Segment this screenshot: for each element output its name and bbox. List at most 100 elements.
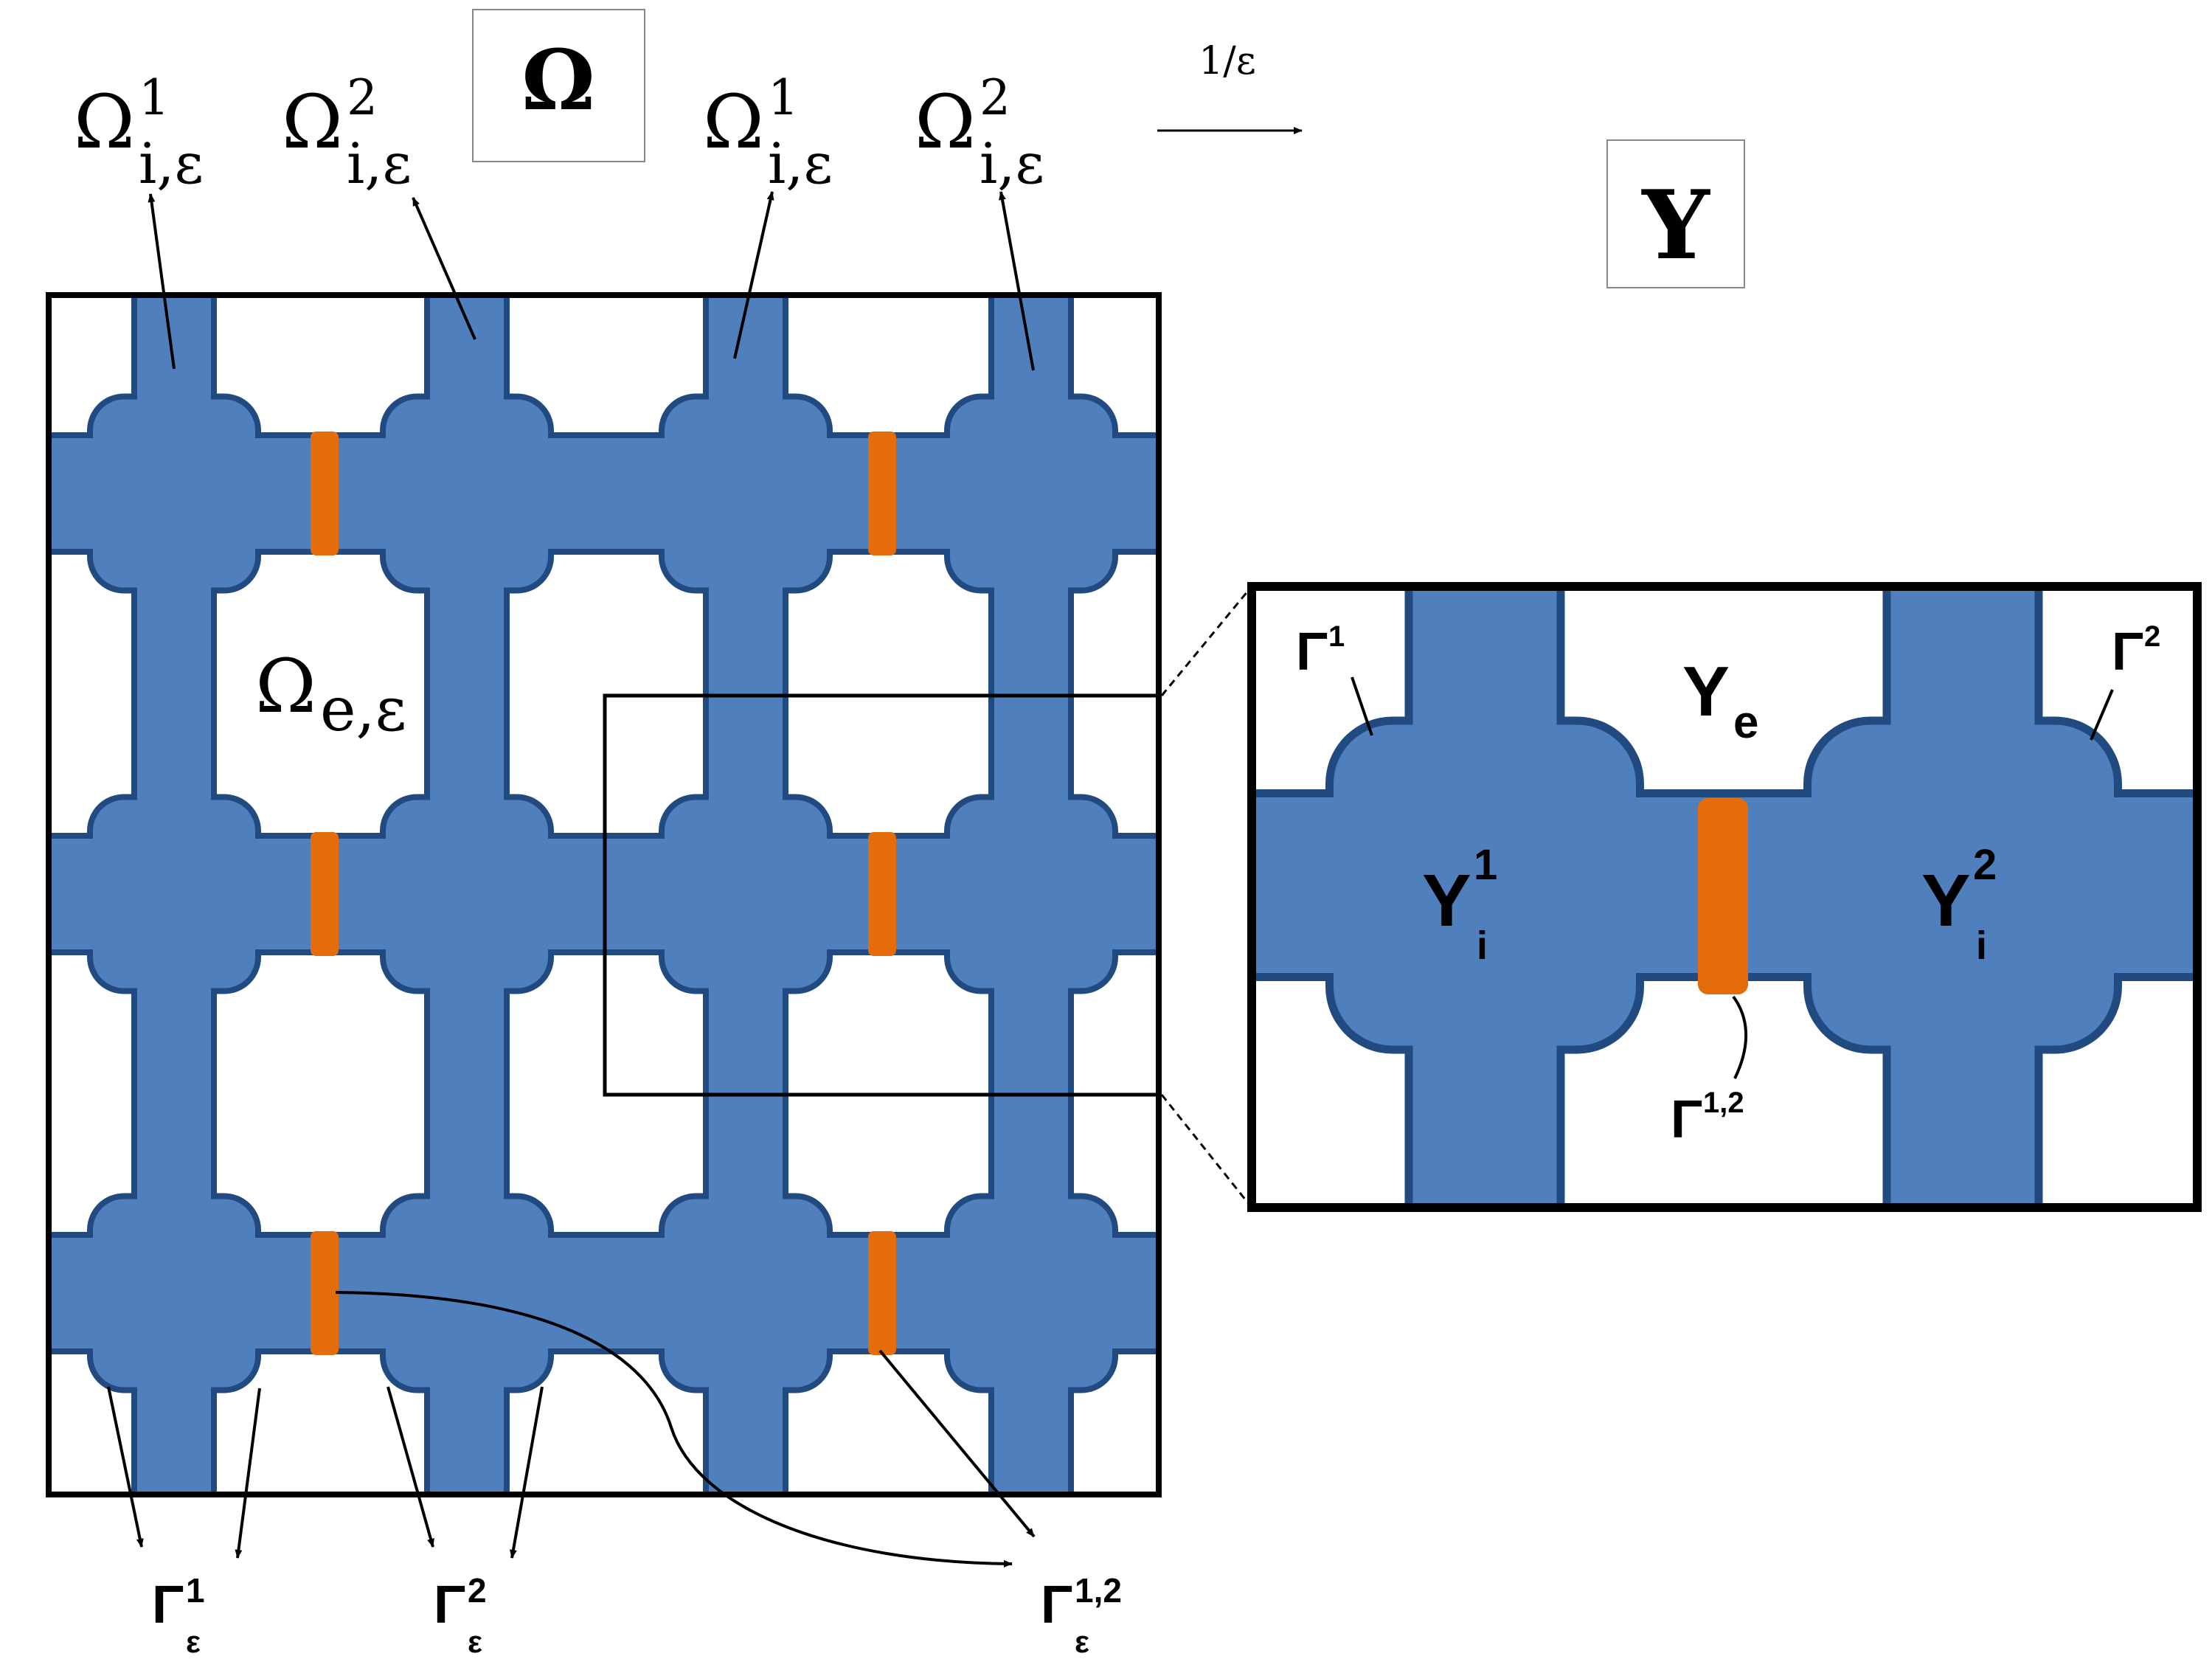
svg-text:2: 2 [347, 69, 378, 126]
svg-text:2: 2 [980, 69, 1010, 126]
label-cell-gamma12: Γ 1,2 [1671, 1087, 1744, 1149]
gap-junction-3 [868, 832, 896, 956]
arrow-omega-i2-left [412, 197, 476, 340]
cell-fill [1252, 586, 2197, 1208]
gap-junction-4 [311, 1231, 339, 1355]
svg-text:i,ε: i,ε [139, 131, 204, 196]
svg-text:1: 1 [768, 69, 799, 126]
svg-text:1: 1 [1328, 620, 1345, 653]
svg-text:Y: Y [1682, 652, 1730, 731]
gap-junction-0 [1698, 798, 1748, 994]
svg-text:e: e [1733, 697, 1758, 748]
svg-text:1: 1 [186, 1571, 205, 1610]
svg-text:i,ε: i,ε [347, 131, 412, 196]
omega-box [472, 9, 645, 162]
svg-text:ε: ε [186, 1624, 201, 1659]
arrow-omega-i1-right [733, 191, 774, 359]
arrow-gamma12-straight [878, 1349, 1036, 1538]
svg-text:Ω: Ω [282, 79, 343, 165]
arrow-gamma1-a [107, 1386, 144, 1548]
gap-junctions [311, 432, 896, 1355]
svg-text:i: i [1976, 924, 1987, 968]
gap-junction-0 [311, 432, 339, 555]
label-omega-i2-left: Ω 2 i,ε [282, 69, 412, 196]
label-cell-ye: Y e [1682, 652, 1758, 748]
svg-text:2: 2 [1973, 841, 1997, 889]
svg-text:i: i [1477, 924, 1488, 968]
label-gamma12-eps: Γ 1,2 ε [1041, 1571, 1122, 1659]
zoom-line-bottom [1160, 1094, 1253, 1208]
zoom-window [603, 693, 1161, 1097]
svg-text:1,2: 1,2 [1075, 1571, 1122, 1610]
node-fill-0-1 [93, 800, 255, 988]
node-fill-3-0 [950, 399, 1112, 588]
gap-junction-2 [311, 832, 339, 956]
omega-symbol: Ω [521, 32, 595, 129]
gap-junction-1 [868, 432, 896, 555]
arrow-gamma2-a [386, 1386, 434, 1548]
arrow-omega-i1-left [148, 193, 176, 370]
cell-frame [1247, 582, 2202, 1212]
svg-text:Γ: Γ [434, 1576, 465, 1635]
svg-text:ε: ε [468, 1624, 482, 1659]
gap-junction-5 [868, 1231, 896, 1355]
arrow-gamma1-b [235, 1388, 261, 1559]
label-omega-i1-right: Ω 1 i,ε [703, 69, 833, 196]
y-symbol: Y [1640, 170, 1710, 281]
svg-text:Γ: Γ [1296, 623, 1328, 682]
node-fill-0-0 [1334, 724, 1636, 1046]
label-gamma1-eps: Γ 1 ε [152, 1571, 205, 1659]
label-cell-gamma2: Γ 2 [2112, 620, 2160, 682]
node-fill-2-2 [665, 1199, 827, 1388]
svg-text:Ω: Ω [255, 643, 316, 730]
pointer-gamma12 [1732, 995, 1748, 1079]
svg-text:Ω: Ω [915, 79, 976, 165]
node-fill-1-1 [386, 800, 548, 988]
svg-text:ε: ε [1075, 1624, 1089, 1659]
node-fill-3-2 [950, 1199, 1112, 1388]
node-fill-2-1 [665, 800, 827, 988]
label-cell-yi1: Y 1 i [1422, 841, 1497, 968]
node-fill-0-0 [93, 399, 255, 588]
svg-text:1: 1 [1474, 841, 1497, 889]
arrow-gamma12-curve [335, 1291, 1013, 1568]
scaling-label: 1/ε [1199, 39, 1256, 83]
svg-text:1: 1 [139, 69, 170, 126]
label-omega-i1-left: Ω 1 i,ε [74, 69, 204, 196]
y-box [1606, 139, 1745, 288]
label-omega-e: Ω e,ε [255, 643, 406, 745]
node-fill-0-2 [93, 1199, 255, 1388]
svg-text:i,ε: i,ε [980, 131, 1044, 196]
svg-text:Y: Y [1422, 859, 1471, 942]
omega-domain [49, 295, 1159, 1495]
svg-text:2: 2 [2144, 620, 2160, 653]
svg-text:i,ε: i,ε [768, 131, 833, 196]
node-fill-2-0 [665, 399, 827, 588]
arrow-omega-i2-right [999, 191, 1035, 371]
svg-text:2: 2 [468, 1571, 487, 1610]
arrow-gamma2-b [509, 1386, 544, 1559]
label-cell-yi2: Y 2 i [1921, 841, 1997, 968]
zoom-line-top [1160, 586, 1253, 696]
svg-text:Γ: Γ [1041, 1576, 1072, 1635]
svg-text:Y: Y [1921, 859, 1971, 942]
svg-text:Γ: Γ [1671, 1090, 1702, 1149]
node-fill-1-0 [386, 399, 548, 588]
node-fill-1-2 [386, 1199, 548, 1388]
pointer-gamma2 [2090, 689, 2114, 741]
label-cell-gamma1: Γ 1 [1296, 620, 1345, 682]
label-omega-i2-right: Ω 2 i,ε [915, 69, 1044, 196]
svg-text:Γ: Γ [152, 1576, 184, 1635]
label-gamma2-eps: Γ 2 ε [434, 1571, 487, 1659]
pointer-gamma1 [1351, 676, 1373, 736]
svg-text:1,2: 1,2 [1703, 1087, 1744, 1119]
node-fill-1-0 [1811, 724, 2114, 1046]
cell-gap-junction [1698, 798, 1748, 994]
svg-text:Ω: Ω [703, 79, 764, 165]
node-fill-3-1 [950, 800, 1112, 988]
svg-text:Γ: Γ [2112, 623, 2143, 682]
reference-cell [1252, 586, 2197, 1208]
intracellular-fill [49, 295, 1159, 1495]
svg-text:Ω: Ω [74, 79, 135, 165]
